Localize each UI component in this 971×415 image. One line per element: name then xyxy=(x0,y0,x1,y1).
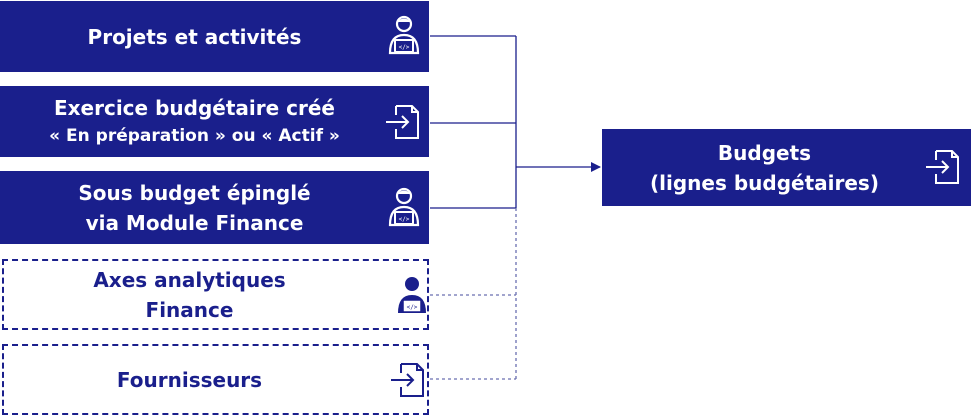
user-laptop-icon: </> xyxy=(388,187,420,227)
sign-in-icon xyxy=(386,105,419,139)
sign-in-icon xyxy=(926,150,959,184)
source-box-fournisseurs: Fournisseurs xyxy=(2,344,429,415)
user-laptop-icon: </> xyxy=(398,277,426,313)
source-sublabel-axes: Finance xyxy=(145,297,234,322)
source-box-exercice: Exercice budgétaire créé « En préparatio… xyxy=(0,86,429,157)
source-label-axes: Axes analytiques xyxy=(93,267,286,292)
source-label-projets: Projets et activités xyxy=(87,24,302,49)
svg-text:</>: </> xyxy=(399,216,410,223)
target-sublabel: (lignes budgétaires) xyxy=(650,170,879,195)
target-box-budgets: Budgets (lignes budgétaires) xyxy=(602,129,971,206)
user-laptop-icon: </> xyxy=(388,15,420,55)
target-label: Budgets xyxy=(717,140,812,165)
source-box-sous-budget: Sous budget épinglé via Module Finance <… xyxy=(0,171,429,244)
svg-text:</>: </> xyxy=(399,44,410,51)
source-box-projets: Projets et activités </> xyxy=(0,1,429,72)
source-box-axes: Axes analytiques Finance </> xyxy=(2,259,429,330)
source-label-exercice: Exercice budgétaire créé xyxy=(53,95,335,120)
source-sublabel-sous-budget: via Module Finance xyxy=(85,210,304,235)
source-sublabel-exercice: « En préparation » ou « Actif » xyxy=(49,125,340,146)
svg-text:</>: </> xyxy=(407,304,418,311)
source-label-sous-budget: Sous budget épinglé xyxy=(78,180,311,205)
source-label-fournisseurs: Fournisseurs xyxy=(116,367,263,392)
sign-in-icon xyxy=(391,363,424,397)
